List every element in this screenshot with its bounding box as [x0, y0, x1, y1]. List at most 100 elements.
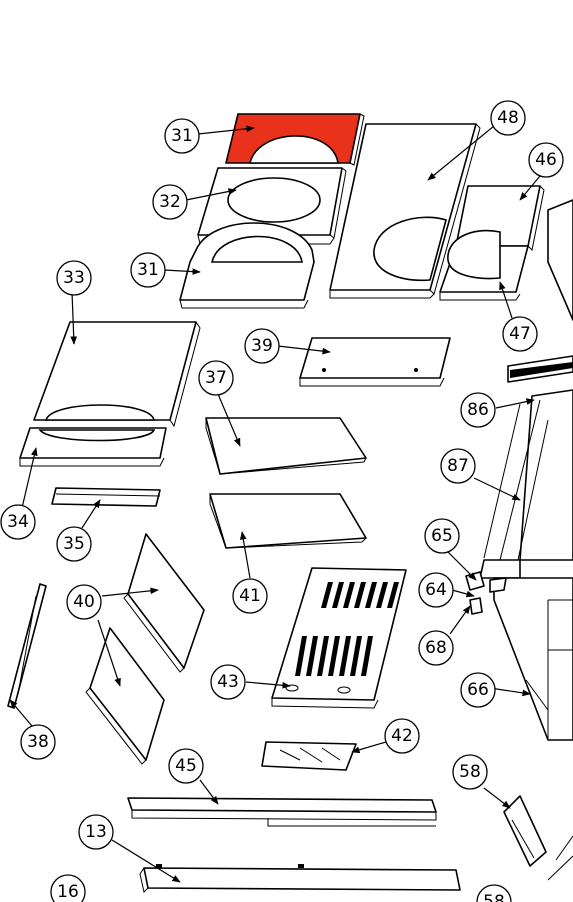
part-38[interactable]	[7, 583, 47, 709]
stove-body-assembly[interactable]	[465, 199, 573, 881]
callout-label: 65	[431, 526, 453, 546]
callout-43[interactable]: 43	[210, 664, 246, 700]
part-40[interactable]	[85, 533, 205, 765]
callout-45[interactable]: 45	[168, 748, 204, 784]
callout-label: 68	[425, 638, 447, 658]
callout-circle	[490, 100, 526, 136]
callout-circle	[56, 260, 92, 296]
callout-68[interactable]: 68	[418, 630, 454, 666]
callout-42[interactable]: 42	[384, 718, 420, 754]
callout-circle	[198, 360, 234, 396]
callout-label: 41	[239, 586, 261, 606]
part-37[interactable]	[205, 417, 367, 475]
grate-slot	[376, 582, 388, 608]
callout-circle	[418, 630, 454, 666]
grate-slot	[321, 582, 333, 608]
callout-38[interactable]: 38	[20, 724, 56, 760]
part-31-top-highlighted[interactable]	[225, 113, 365, 166]
grate-slot	[365, 582, 377, 608]
callout-33[interactable]: 33	[56, 260, 92, 296]
callout-16[interactable]: 16	[50, 874, 86, 902]
callout-circle	[130, 252, 166, 288]
part-45-rail[interactable]	[127, 797, 437, 827]
callout-64[interactable]: 64	[418, 572, 454, 608]
callout-circle	[440, 448, 476, 484]
part-callouts: 31 32 31 48 46 47 33 34 39 37 86 87 35 41 65 64 68 40 43 66…	[0, 100, 564, 902]
callout-37[interactable]: 37	[198, 360, 234, 396]
callout-label: 47	[509, 324, 531, 344]
callout-circle	[50, 874, 86, 902]
callout-label: 86	[467, 400, 489, 420]
part-47[interactable]	[439, 229, 529, 301]
part-42[interactable]	[261, 741, 357, 771]
callout-87[interactable]: 87	[440, 448, 476, 484]
callout-label: 31	[137, 260, 159, 280]
callout-48[interactable]: 48	[490, 100, 526, 136]
callout-label: 43	[217, 672, 239, 692]
callout-label: 46	[535, 150, 557, 170]
callout-circle	[66, 584, 102, 620]
callout-32[interactable]: 32	[152, 184, 188, 220]
grate-mount-hole	[337, 686, 351, 694]
callout-circle	[0, 504, 36, 540]
callout-label: 38	[27, 732, 49, 752]
callout-label: 66	[467, 680, 489, 700]
callout-40[interactable]: 40	[66, 584, 102, 620]
callout-35[interactable]: 35	[56, 526, 92, 562]
part-39[interactable]	[299, 337, 451, 387]
callout-label: 87	[447, 456, 469, 476]
callout-66[interactable]: 66	[460, 672, 496, 708]
callout-label: 35	[63, 534, 85, 554]
callout-13[interactable]: 13	[78, 814, 114, 850]
part-41[interactable]	[209, 493, 367, 549]
grate-slot	[387, 582, 399, 608]
part-31-bottom[interactable]	[179, 222, 315, 309]
callout-label: 31	[171, 126, 193, 146]
callout-label: 34	[7, 512, 29, 532]
part-34[interactable]	[19, 427, 167, 467]
grate-slot	[361, 636, 373, 676]
grate-slot	[339, 636, 351, 676]
callout-circle	[78, 814, 114, 850]
grate-slot	[317, 636, 329, 676]
part-43-grate[interactable]	[271, 567, 407, 709]
part-35[interactable]	[51, 487, 161, 507]
callout-39[interactable]: 39	[244, 328, 280, 364]
callout-label: 48	[497, 108, 519, 128]
callout-circle	[56, 526, 92, 562]
part-32[interactable]	[197, 167, 347, 245]
callout-58[interactable]: 58	[452, 754, 488, 790]
callout-circle	[460, 672, 496, 708]
callout-circle	[452, 754, 488, 790]
callout-65[interactable]: 65	[424, 518, 460, 554]
grate-slot	[350, 636, 362, 676]
grate-slot	[332, 582, 344, 608]
callout-label: 40	[73, 592, 95, 612]
callout-label: 64	[425, 580, 447, 600]
part-13-bar[interactable]	[139, 864, 461, 893]
grate-slot	[328, 636, 340, 676]
callout-86[interactable]: 86	[460, 392, 496, 428]
part-33[interactable]	[33, 321, 201, 428]
callout-31[interactable]: 31	[164, 118, 200, 154]
callout-label: 45	[175, 756, 197, 776]
callout-label: 32	[159, 192, 181, 212]
callout-58[interactable]: 58	[476, 884, 512, 902]
part-48[interactable]	[329, 123, 481, 299]
part-58-bracket[interactable]	[503, 795, 547, 867]
callout-label: 37	[205, 368, 227, 388]
callout-46[interactable]: 46	[528, 142, 564, 178]
callout-47[interactable]: 47	[502, 316, 538, 352]
callout-34[interactable]: 34	[0, 504, 36, 540]
callout-circle	[476, 884, 512, 902]
callout-circle	[418, 572, 454, 608]
leader-lines	[9, 125, 541, 883]
callout-circle	[20, 724, 56, 760]
callout-label: 58	[483, 892, 505, 902]
callout-circle	[424, 518, 460, 554]
callout-41[interactable]: 41	[232, 578, 268, 614]
grate-slot	[343, 582, 355, 608]
callout-31[interactable]: 31	[130, 252, 166, 288]
grate-slot	[295, 636, 307, 676]
